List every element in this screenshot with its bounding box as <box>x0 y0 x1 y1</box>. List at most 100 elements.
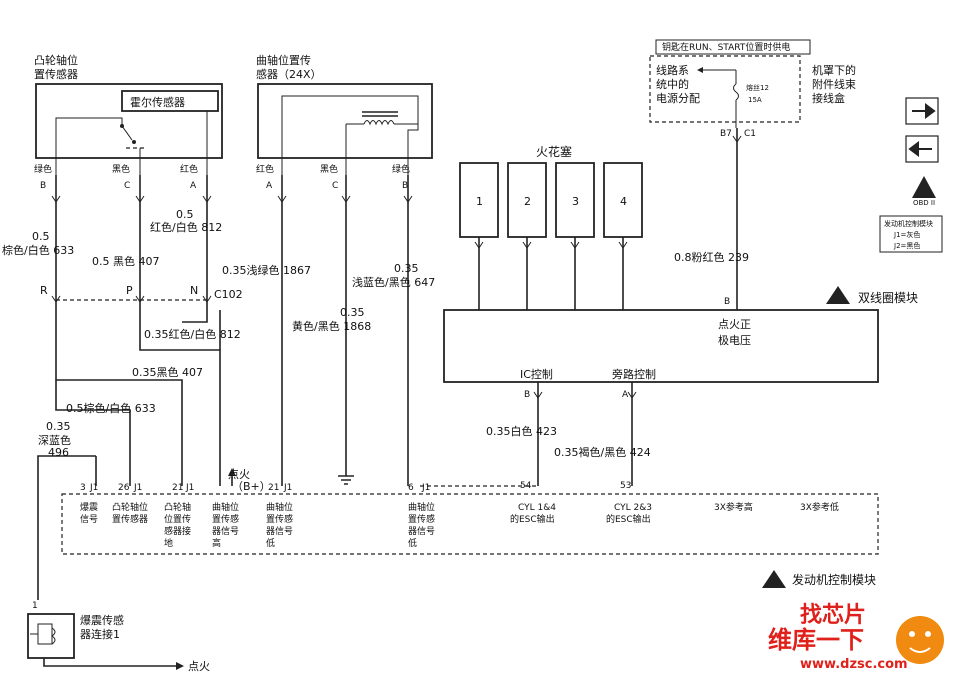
knock-sensor: 1 爆震传感 器连接1 点火 <box>27 601 210 673</box>
bypass-pin-a: A <box>622 390 629 400</box>
wire-812-lower: 0.35红色/白色 812 <box>144 327 241 341</box>
wire-407-label: 0.5 黑色 407 <box>92 254 159 268</box>
ecm-pin-3-line-3: 感器接 <box>164 525 191 537</box>
crank-pin-color-3: 绿色 <box>392 163 410 175</box>
ecm-pin-9-line-1: 3X参考高 <box>714 501 753 513</box>
watermark-text-1: 找芯片 <box>800 603 866 628</box>
spark-plug-label-2: 2 <box>524 195 531 208</box>
ecm-pin-num-3: 21 <box>172 483 183 493</box>
ignition-module-title: 双线圈模块 <box>858 291 918 305</box>
ecm-pin-conn-5: J1 <box>283 483 292 493</box>
ecm-pin-5-line-3: 器信号 <box>266 525 293 537</box>
knock-sensor-ign: 点火 <box>188 660 210 673</box>
ecm-pin-4-line-1: 曲轴位 <box>212 501 239 513</box>
spark-plug-3 <box>555 162 595 238</box>
power-pin-c1: C1 <box>744 129 756 139</box>
crank-sensor-title-2: 感器（24X） <box>256 68 322 81</box>
legend-j2: J2=黑色 <box>893 241 920 250</box>
crank-pin-letter-2: C <box>332 181 338 191</box>
power-box-frame <box>649 55 801 123</box>
ecm-pin-4-line-3: 器信号 <box>212 525 239 537</box>
bypass-control-label: 旁路控制 <box>612 367 656 381</box>
hall-sensor-label: 霍尔传感器 <box>130 96 185 109</box>
ecm-box <box>61 493 879 555</box>
ecm: 点火 （B+） 3 J1 26 J1 21 J1 21 J1 6 J1 54 5… <box>61 468 879 588</box>
ignition-module: 双线圈模块 B 点火正 极电压 IC控制 旁路控制 B A <box>443 286 918 486</box>
ecm-pin-conn-2: J1 <box>133 483 142 493</box>
knock-sensor-text-2: 器连接1 <box>80 628 120 641</box>
ecm-pin-6-line-4: 低 <box>408 537 417 549</box>
spark-plug-label-4: 4 <box>620 195 627 208</box>
power-box-text-3: 电源分配 <box>656 91 700 105</box>
power-box: 钥匙在RUN、START位置时供电 线路系 统中的 电源分配 熔丝12 15A … <box>649 39 856 310</box>
crank-pin-letter-3: B <box>402 181 408 191</box>
wire-496-gauge: 0.35 <box>46 420 71 433</box>
ecm-ignition-1: 点火 <box>228 468 250 481</box>
c102-n: N <box>190 284 198 297</box>
crank-pin-letter-1: A <box>266 181 273 191</box>
ecm-pin-conn-1: J1 <box>89 483 98 493</box>
ecm-esd-icon <box>762 570 786 588</box>
wire-1868-gauge: 0.35 <box>340 306 365 319</box>
ecm-pin-4-line-4: 高 <box>212 537 221 549</box>
watermark-url: www.dzsc.com <box>800 657 908 672</box>
fuse-label-2: 15A <box>748 96 762 104</box>
ecm-pin-6-line-3: 器信号 <box>408 525 435 537</box>
ecm-pin-1-line-1: 爆震 <box>80 501 98 513</box>
spark-plugs-title: 火花塞 <box>536 144 572 159</box>
wire-239-label: 0.8粉红色 239 <box>674 250 749 264</box>
ecm-pin-1-line-2: 信号 <box>80 513 98 525</box>
ecm-pin-5-line-2: 置传感 <box>266 513 293 525</box>
cam-pin-letter-1: B <box>40 181 46 191</box>
wire-496-color: 深蓝色 <box>38 433 71 447</box>
ecm-pin-7-line-1: CYL 1&4 <box>518 503 556 513</box>
crank-sensor-box <box>257 83 433 159</box>
ignition-module-box <box>443 309 879 383</box>
ecm-pin-4-line-2: 置传感 <box>212 513 239 525</box>
wire-647-color: 浅蓝色/黑色 647 <box>352 275 435 289</box>
crank-pin-color-2: 黑色 <box>320 163 338 175</box>
nav-arrows: OBD II 发动机控制模块 J1=灰色 J2=黑色 <box>879 97 943 253</box>
ecm-pin-2-line-1: 凸轮轴位 <box>112 501 148 513</box>
c102-label: C102 <box>214 288 243 301</box>
wire-424-label: 0.35褐色/黑色 424 <box>554 445 651 459</box>
watermark-mascot-icon <box>896 616 944 664</box>
obd-warning-icon <box>912 176 936 198</box>
ignition-pin-b: B <box>724 297 730 307</box>
ecm-pin-6-line-1: 曲轴位 <box>408 501 435 513</box>
spark-plug-1 <box>459 162 499 238</box>
ecm-pin-2-line-2: 置传感器 <box>112 513 148 525</box>
power-side-3: 接线盒 <box>812 91 845 105</box>
ecm-pin-8-line-1: CYL 2&3 <box>614 503 652 513</box>
spark-plugs: 火花塞 1 2 3 4 <box>459 144 643 310</box>
ecm-pin-7-line-2: 的ESC输出 <box>510 513 555 525</box>
fuse-label-1: 熔丝12 <box>746 83 769 92</box>
wire-496-number: 496 <box>48 446 69 459</box>
spark-plug-2 <box>507 162 547 238</box>
ecm-pin-num-8: 53 <box>620 481 631 491</box>
cam-sensor: 凸轮轴位 置传感器 霍尔传感器 绿色 黑色 红色 B C A <box>34 53 223 191</box>
power-box-text-2: 统中的 <box>656 77 689 91</box>
ic-pin-b: B <box>524 390 530 400</box>
wire-812-gauge: 0.5 <box>176 208 194 221</box>
legend-box <box>879 215 943 253</box>
ecm-pin-8-line-2: 的ESC输出 <box>606 513 651 525</box>
ecm-pin-num-7: 54 <box>520 481 532 491</box>
cam-pin-letter-2: C <box>124 181 130 191</box>
ecm-pin-5-line-1: 曲轴位 <box>266 501 293 513</box>
ecm-pin-conn-6: J1 <box>421 483 430 493</box>
ecm-pin-num-6: 6 <box>408 483 414 493</box>
wire-812-color: 红色/白色 812 <box>150 220 222 234</box>
power-pin-b7: B7 <box>720 129 732 139</box>
ecm-pin-3-line-1: 凸轮轴 <box>164 501 191 513</box>
watermark-text-2: 维库一下 <box>768 626 864 654</box>
c102-r: R <box>40 284 48 297</box>
wire-633-color: 棕色/白色 633 <box>2 243 74 257</box>
knock-sensor-text-1: 爆震传感 <box>80 613 124 627</box>
cam-pin-letter-3: A <box>190 181 197 191</box>
cam-pin-color-3: 红色 <box>180 163 198 175</box>
watermark: 找芯片 维库一下 www.dzsc.com <box>768 603 944 672</box>
spark-plug-label-1: 1 <box>476 195 483 208</box>
cam-pin-color-2: 黑色 <box>112 163 130 175</box>
ecm-title: 发动机控制模块 <box>792 572 876 587</box>
